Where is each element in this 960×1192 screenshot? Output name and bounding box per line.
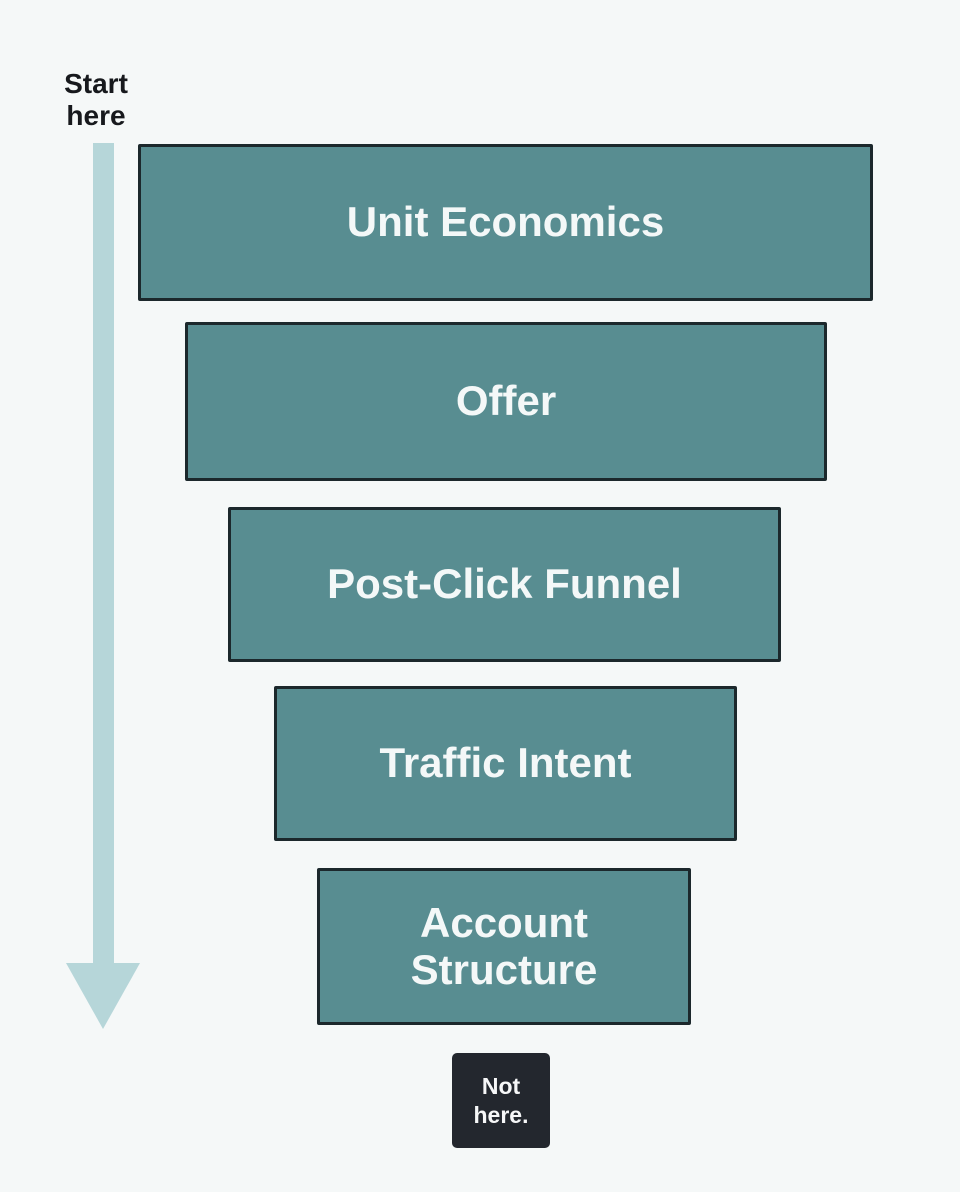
- funnel-level-account-structure: Account Structure: [317, 868, 691, 1025]
- funnel-level-unit-economics: Unit Economics: [138, 144, 873, 301]
- funnel-level-post-click-funnel: Post-Click Funnel: [228, 507, 781, 662]
- funnel-level-traffic-intent: Traffic Intent: [274, 686, 737, 841]
- down-arrow-shaft: [93, 143, 114, 965]
- down-arrow-head-icon: [66, 963, 140, 1029]
- not-here-box: Not here.: [452, 1053, 550, 1148]
- start-here-label: Start here: [64, 68, 128, 132]
- funnel-level-offer: Offer: [185, 322, 827, 481]
